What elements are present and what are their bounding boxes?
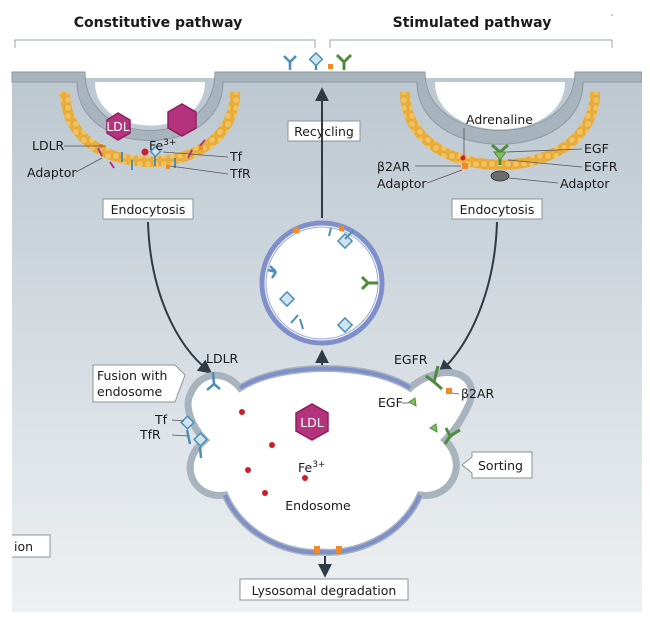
- label-tfr: TfR: [229, 166, 251, 181]
- recycling-label: Recycling: [294, 124, 354, 139]
- label-egfr: EGFR: [584, 159, 618, 174]
- arrow-left-to-endosome: [147, 221, 213, 374]
- label-ldlr-endo: LDLR: [206, 351, 239, 366]
- cut-off-label: ion: [14, 539, 33, 554]
- label-beta2ar-endo: β2AR: [461, 386, 494, 401]
- ldl-label: LDL: [106, 119, 130, 134]
- label-egf-endo: EGF: [378, 395, 403, 410]
- coat-left: [60, 92, 240, 167]
- lysosomal-box: [239, 578, 409, 601]
- fe-label: Fe3+: [149, 138, 176, 153]
- iron-icon: [239, 409, 245, 415]
- label-adaptor-right-b: Adaptor: [560, 176, 610, 191]
- endosome-label: Endosome: [285, 498, 351, 513]
- sorting-callout: [461, 451, 533, 479]
- label-adaptor: Adaptor: [27, 165, 77, 180]
- tf-icon: [149, 145, 162, 158]
- tf-icon: [336, 232, 354, 250]
- iron-icon: [269, 442, 275, 448]
- pit-right-lumen: [435, 82, 565, 130]
- egfr-surface-icon: [335, 53, 353, 70]
- adaptor-icon: [328, 64, 333, 69]
- beta2ar-endo-icon: [446, 388, 452, 394]
- fe-endo-label: Fe3+: [298, 460, 325, 475]
- label-tf-endo: Tf: [154, 412, 168, 427]
- recycling-vesicle: [259, 220, 385, 346]
- iron-icon: [262, 490, 268, 496]
- adrenaline-icon: [460, 155, 466, 161]
- fusion-label-line1: Fusion with: [97, 368, 167, 383]
- iron-icon: [245, 467, 251, 473]
- label-tf: Tf: [229, 149, 243, 164]
- egf-icon: [493, 151, 507, 161]
- left-pit-contents: LDL: [97, 103, 206, 170]
- surface-receptors: [283, 51, 353, 70]
- right-pit-contents: [460, 143, 510, 182]
- ldl-icon: [167, 103, 197, 137]
- tf-icon: [336, 316, 354, 334]
- bracket-stimulated: [329, 39, 613, 48]
- label-adrenaline: Adrenaline: [466, 112, 533, 127]
- endocytosis-label-right: Endocytosis: [460, 202, 535, 217]
- tf-icon: [180, 415, 195, 430]
- fusion-label-line2: endosome: [97, 384, 163, 399]
- tf-icon: [278, 290, 296, 308]
- ldl-icon: [106, 112, 131, 141]
- sorting-label: Sorting: [478, 458, 523, 473]
- label-egfr-endo: EGFR: [394, 352, 428, 367]
- lysosomal-label: Lysosomal degradation: [252, 583, 397, 598]
- egfr-endo-icon: [443, 427, 461, 445]
- ldl-endo-label: LDL: [300, 415, 324, 430]
- bracket-constitutive: [14, 39, 316, 48]
- egf-icon: [429, 423, 438, 433]
- egfr-endo-icon: [425, 365, 443, 391]
- recycling-box: [287, 120, 361, 142]
- ldl-icon: [295, 403, 329, 441]
- vesicle-receptors: [267, 226, 378, 334]
- endocytosis-box-right: [451, 198, 543, 220]
- iron-icon: [302, 475, 308, 481]
- label-ldlr: LDLR: [32, 138, 65, 153]
- header-constitutive: Constitutive pathway: [74, 15, 243, 31]
- endocytosis-label-left: Endocytosis: [111, 202, 186, 217]
- beta2ar-icon: [462, 163, 468, 169]
- arrow-right-to-endosome: [437, 221, 498, 374]
- header-stimulated: Stimulated pathway: [393, 15, 552, 31]
- egf-icon: [408, 397, 417, 407]
- egfr-icon: [360, 275, 378, 291]
- ldlr-endo-icon: [206, 371, 221, 391]
- label-beta2ar: β2AR: [377, 159, 410, 174]
- tf-icon: [193, 432, 208, 447]
- receptor-icon: [267, 265, 278, 279]
- cut-off-box: [12, 534, 51, 558]
- adaptor-icon: [490, 170, 510, 182]
- label-adaptor-right: Adaptor: [377, 176, 427, 191]
- iron-icon: [141, 148, 149, 156]
- label-tfr-endo: TfR: [139, 427, 161, 442]
- endocytosis-box-left: [102, 198, 194, 220]
- endosome-contents: [180, 365, 461, 553]
- label-egf: EGF: [584, 141, 609, 156]
- fusion-callout: [92, 364, 186, 403]
- tf-icon: [308, 51, 324, 67]
- receptor-icon: [283, 55, 297, 70]
